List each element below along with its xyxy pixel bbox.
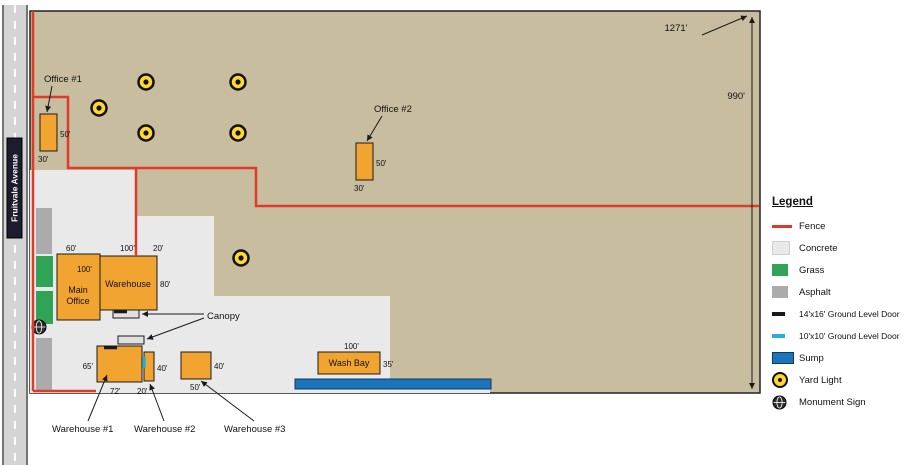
legend-item-label: Sump — [799, 352, 824, 364]
asphalt-driveway-south — [36, 338, 52, 392]
yard-light — [90, 99, 108, 117]
yard-light-legend-icon — [772, 372, 799, 388]
canopy-leader-south — [146, 317, 205, 340]
legend-item-sump: Sump — [772, 347, 902, 369]
building-warehouse1 — [96, 345, 143, 383]
office2-leader — [366, 115, 383, 142]
legend-item-label: 14'x16' Ground Level Door — [799, 309, 900, 319]
building-warehouse — [99, 255, 158, 311]
canopy-label: Canopy — [207, 311, 240, 322]
legend-item-label: Asphalt — [799, 286, 831, 298]
legend-item-door-10x10: 10'x10' Ground Level Door — [772, 325, 902, 347]
office1-height-dim: 50' — [60, 130, 71, 139]
warehouse2-width-dim: 40' — [157, 364, 168, 373]
yard-light — [229, 124, 247, 142]
fence-interior — [33, 95, 759, 208]
monument-sign-legend-icon — [772, 395, 799, 410]
concrete-area — [30, 170, 490, 393]
width-dimension-label: 1271' — [665, 23, 688, 34]
sump — [294, 378, 492, 390]
warehouse1-callout-label: Warehouse #1 — [52, 424, 113, 435]
legend-item-fence: Fence — [772, 215, 902, 237]
legend-item-asphalt: Asphalt — [772, 281, 902, 303]
warehouse3-height-dim: 50' — [190, 383, 201, 392]
building-office1 — [39, 113, 58, 152]
yard-light — [232, 249, 250, 267]
grass-legend-icon — [772, 264, 799, 276]
yard-light — [229, 73, 247, 91]
warehouse1-gap-dim: 20' — [137, 387, 148, 396]
office1-width-dim: 30' — [38, 155, 49, 164]
main-office-label-line1: Main — [68, 285, 88, 295]
main-office-label-line2: Office — [66, 296, 89, 306]
wash-bay-width-dim: 100' — [344, 342, 359, 351]
warehouse-gap-dim: 20' — [153, 244, 164, 253]
legend-item-label: Grass — [799, 264, 825, 276]
asphalt-legend-icon — [772, 286, 799, 298]
warehouse-height-dim: 80' — [160, 280, 171, 289]
height-dimension-label: 990' — [727, 91, 745, 102]
office2-height-dim: 50' — [376, 159, 387, 168]
warehouse-width-dim: 100' — [120, 244, 135, 253]
sump-legend-icon — [772, 352, 799, 364]
door-14x16-legend-icon — [772, 312, 799, 316]
main-office-width-dim: 60' — [66, 244, 77, 253]
asphalt-driveway-north — [36, 208, 52, 254]
road-fruitvale-avenue: Fruitvale Avenue — [2, 5, 28, 465]
legend-item-door-14x16: 14'x16' Ground Level Door — [772, 303, 902, 325]
wash-bay-label: Wash Bay — [329, 358, 370, 368]
legend-item-label: Monument Sign — [799, 396, 866, 408]
main-office-height-dim: 100' — [77, 265, 92, 274]
grass-patch-south — [36, 291, 53, 324]
legend-title: Legend — [772, 196, 813, 208]
concrete-legend-icon — [772, 241, 799, 255]
legend-item-concrete: Concrete — [772, 237, 902, 259]
fence-legend-icon — [772, 224, 799, 228]
grass-patch-north — [36, 256, 53, 287]
legend-item-label: Fence — [799, 220, 826, 232]
yard-light — [137, 73, 155, 91]
warehouse3-width-dim: 40' — [214, 362, 225, 371]
width-dimension-arrow — [701, 15, 748, 36]
legend-item-grass: Grass — [772, 259, 902, 281]
office2-label: Office #2 — [374, 104, 412, 115]
building-office2 — [355, 142, 374, 181]
monument-sign-icon — [31, 319, 47, 335]
yard-light — [137, 124, 155, 142]
office2-width-dim: 30' — [354, 184, 365, 193]
warehouse-label: Warehouse — [105, 279, 151, 289]
wash-bay-height-dim: 35' — [383, 360, 394, 369]
legend-item-label: Yard Light — [799, 374, 842, 386]
road-name-sign — [6, 137, 23, 239]
legend: Legend Fence Concrete Grass Asphalt 14'x… — [772, 196, 902, 413]
door-10x10-legend-icon — [772, 334, 799, 338]
legend-item-label: Concrete — [799, 242, 838, 254]
road-name-label: Fruitvale Avenue — [10, 154, 20, 222]
building-main-office — [56, 253, 101, 321]
office1-label: Office #1 — [44, 74, 82, 85]
warehouse3-leader — [200, 380, 255, 422]
legend-item-label: 10'x10' Ground Level Door — [799, 331, 900, 341]
canopy-structure-south — [117, 335, 145, 345]
building-wash-bay — [317, 351, 381, 375]
warehouse1-height-dim: 65' — [83, 362, 94, 371]
warehouse2-leader — [149, 383, 165, 422]
building-warehouse3 — [180, 351, 212, 380]
legend-item-yard-light: Yard Light — [772, 369, 902, 391]
office1-leader — [45, 85, 53, 113]
warehouse2-callout-label: Warehouse #2 — [134, 424, 195, 435]
warehouse3-callout-label: Warehouse #3 — [224, 424, 285, 435]
legend-item-monument-sign: Monument Sign — [772, 391, 902, 413]
warehouse1-leader — [87, 374, 108, 422]
warehouse1-width-dim: 72' — [110, 387, 121, 396]
